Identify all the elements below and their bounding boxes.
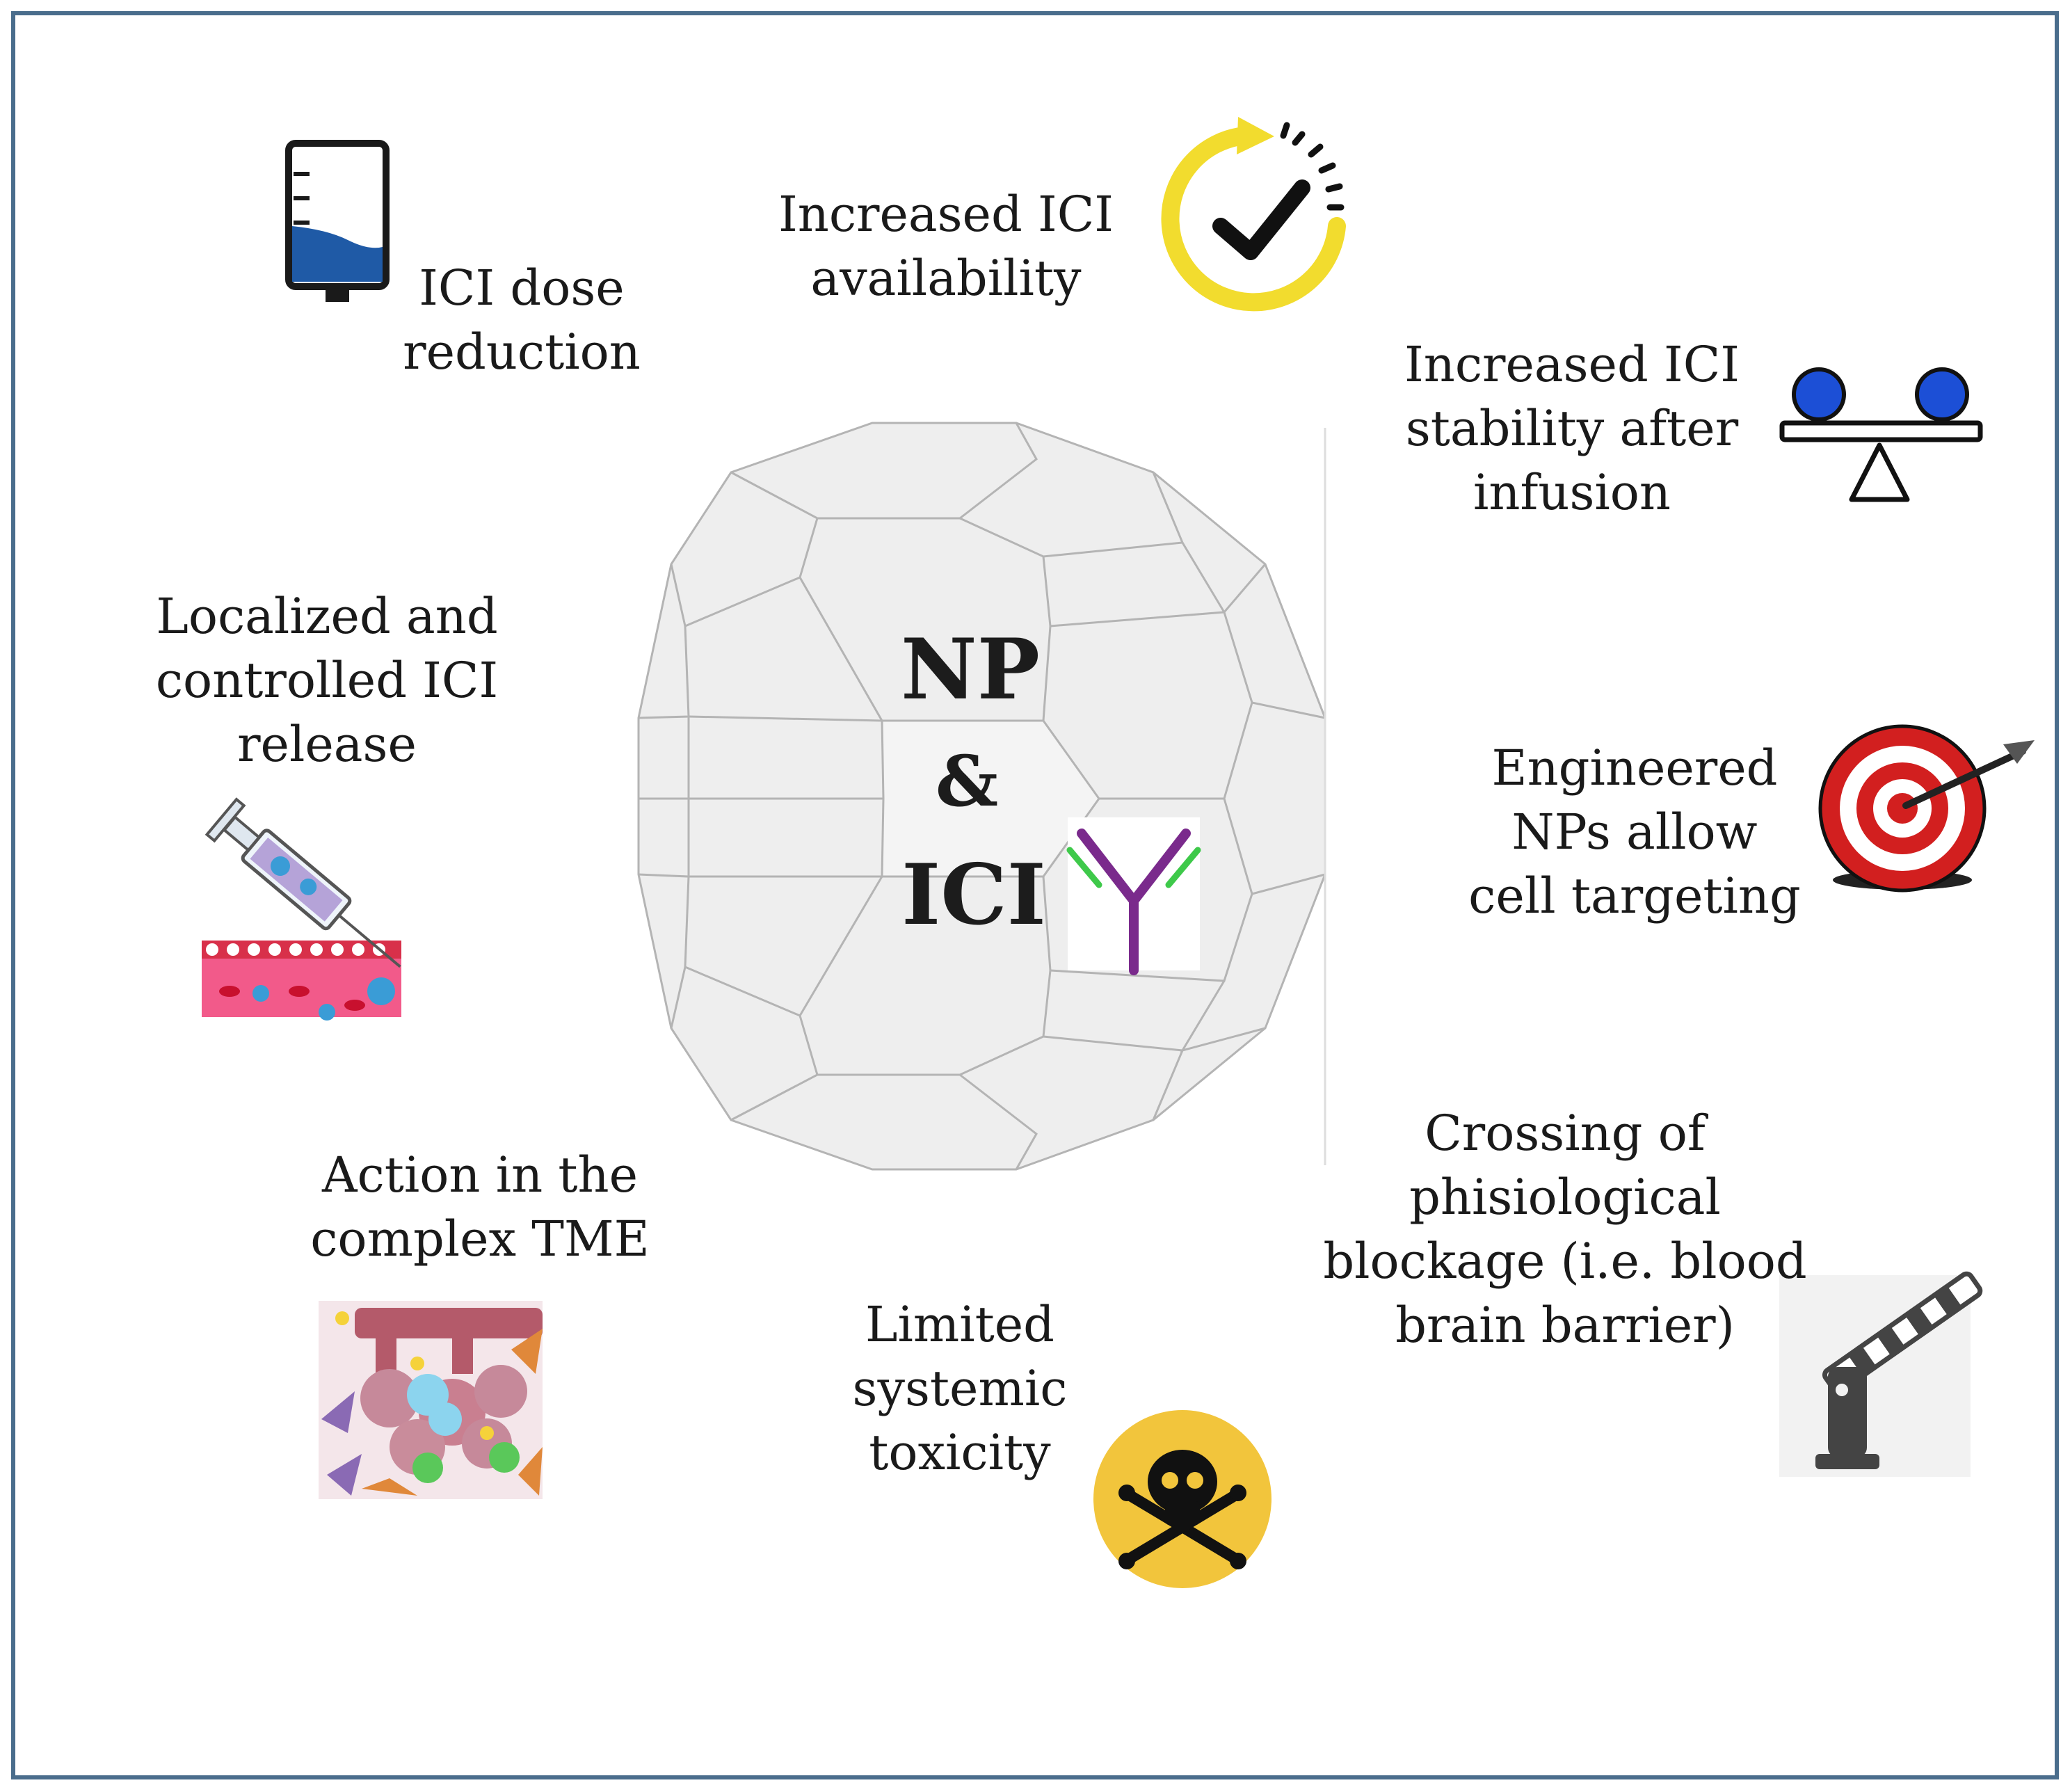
label-availability: Increased ICI availability	[778, 186, 1114, 307]
barrier-gate-icon	[1779, 1271, 1983, 1477]
label-controlled-release: Localized and controlled ICI release	[155, 588, 499, 773]
label-cell-targeting: Engineered NPs allow cell targeting	[1468, 739, 1801, 925]
label-barrier-crossing: Crossing of phisiological blockage (i.e.…	[1323, 1105, 1807, 1354]
label-systemic-toxicity: Limited systemic toxicity	[852, 1296, 1068, 1481]
sphere-edges	[638, 422, 1326, 1170]
iv-bag-icon	[285, 140, 390, 302]
tumor-microenvironment-icon	[319, 1301, 543, 1499]
label-dose-reduction: ICI dose reduction	[403, 259, 641, 381]
clock-check-icon	[1161, 117, 1346, 312]
label-stability: Increased ICI stability after infusion	[1404, 336, 1740, 521]
label-tme-action: Action in the complex TME	[310, 1146, 650, 1267]
balance-scale-icon	[1779, 367, 1983, 502]
outer-frame	[11, 11, 2059, 1779]
target-arrow-icon	[1818, 724, 2035, 893]
syringe-injection-icon	[202, 797, 401, 1021]
nanoparticle-sphere	[637, 422, 1326, 1171]
center-label-ici: ICI	[901, 846, 1046, 944]
center-label-ampersand: &	[935, 740, 999, 822]
center-label-np: NP	[901, 621, 1040, 719]
antibody-icon	[1066, 817, 1201, 975]
skull-crossbones-icon	[1093, 1410, 1271, 1588]
